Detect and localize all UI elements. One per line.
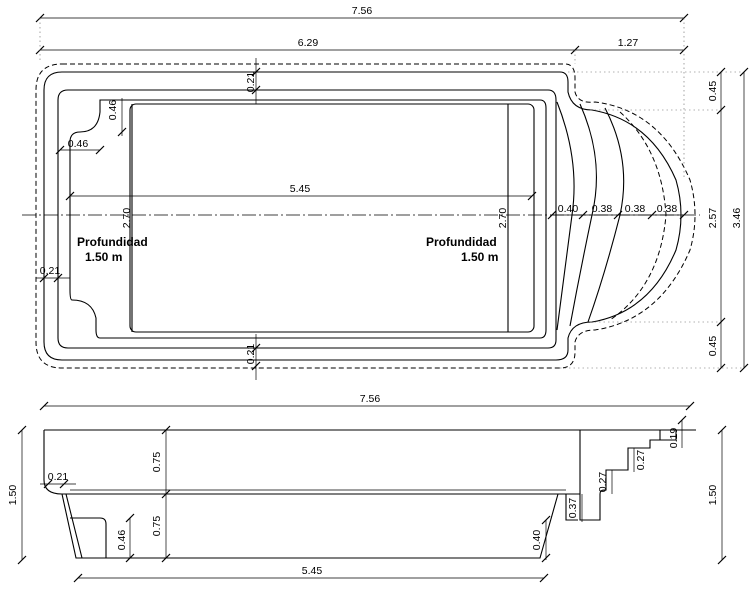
section-overall-length: 7.56 — [360, 393, 381, 405]
plan-outer-coping — [35, 63, 696, 369]
section-upper-depth: 0.75 — [151, 452, 163, 473]
plan-dim-offsets-tick-0 — [716, 67, 726, 77]
section-depth-left: 1.50 — [7, 485, 19, 506]
plan-bottom-offset: 0.45 — [707, 336, 719, 357]
plan-dim-corner-h-tick-r — [95, 145, 105, 155]
plan-stairs-length: 1.27 — [618, 37, 639, 49]
plan-stair-1 — [556, 101, 575, 331]
plan-dim-side-wall-tick — [39, 273, 49, 283]
section-dim-overall-tick-l — [39, 401, 49, 411]
plan-dim-total-tick-b — [739, 363, 749, 373]
plan-dim-floor-tick-l — [65, 191, 75, 201]
section-depth-tick-t — [161, 425, 171, 435]
plan-corner-radius-v: 0.46 — [107, 100, 119, 121]
section-depth-right: 1.50 — [707, 485, 719, 506]
section-depth-tick-m — [161, 489, 171, 499]
section-bench-height: 0.46 — [116, 530, 128, 551]
plan-overall-length: 7.56 — [352, 5, 373, 17]
plan-dim-step-tick-4 — [679, 210, 689, 220]
section-lip-tick — [43, 479, 53, 489]
plan-dim-offsets-tick-1 — [716, 105, 726, 115]
plan-depth-value-right: 1.50 m — [461, 250, 498, 264]
section-step-risers — [565, 430, 677, 521]
section-floor-step-tick2 — [541, 553, 551, 563]
plan-step-4: 0.38 — [657, 203, 678, 215]
plan-dim-corner-h-tick-l — [55, 145, 65, 155]
section-depth-left-tick-b — [17, 555, 27, 565]
plan-floor-width-right: 2.70 — [497, 208, 509, 229]
plan-dim-step-tick-1 — [578, 210, 588, 220]
plan-corner-radius-h: 0.46 — [68, 138, 89, 150]
section-floor-step-tick — [541, 515, 551, 525]
plan-dim-corner-v-tick — [117, 127, 127, 137]
plan-step-2: 0.38 — [592, 203, 613, 215]
plan-depth-label-right: Profundidad — [426, 235, 497, 249]
plan-depth-label-left: Profundidad — [77, 235, 148, 249]
plan-dim-side-wall-tick2 — [53, 273, 63, 283]
section-depth-left-tick-t — [17, 425, 27, 435]
plan-dim-step-tick-2 — [613, 210, 623, 220]
plan-view: 7.56 6.29 1.27 0.21 0.21 0.46 0.46 5.45 — [22, 5, 749, 380]
plan-inner-width: 2.57 — [707, 208, 719, 229]
plan-inner-rim — [57, 89, 557, 349]
plan-depth-value-left: 1.50 m — [85, 250, 122, 264]
plan-body-length: 6.29 — [298, 37, 319, 49]
section-lip: 0.21 — [48, 471, 69, 483]
section-floor-tick-l — [73, 573, 83, 583]
plan-dim-bottom-wall-tick2 — [251, 361, 261, 371]
section-inner-profile — [65, 493, 83, 559]
section-lip-tick2 — [59, 479, 69, 489]
plan-dim-top-wall-tick2 — [251, 85, 261, 95]
plan-floor-width-left: 2.70 — [121, 208, 133, 229]
section-dim-overall-tick-r — [685, 401, 695, 411]
section-bench — [70, 517, 107, 558]
plan-outer-edge — [43, 71, 682, 361]
plan-wall-inner — [69, 99, 547, 339]
section-bench-tick — [125, 513, 135, 523]
plan-bottom-wall: 0.21 — [245, 344, 257, 365]
section-floor-length: 5.45 — [302, 565, 323, 577]
plan-floor — [129, 103, 535, 333]
section-lower-depth: 0.75 — [151, 516, 163, 537]
plan-dim-floor-tick-r — [527, 191, 537, 201]
plan-top-offset: 0.45 — [707, 81, 719, 102]
section-floor-step: 0.40 — [531, 530, 543, 551]
plan-dim-top-wall-tick — [251, 67, 261, 77]
plan-dim-total-tick-t — [739, 67, 749, 77]
plan-total-width: 3.46 — [731, 208, 743, 229]
section-depth-right-tick-t — [717, 425, 727, 435]
plan-step-3: 0.38 — [625, 203, 646, 215]
plan-dim-offsets-tick-3 — [716, 363, 726, 373]
plan-step-1: 0.40 — [558, 203, 579, 215]
section-bench-tick2 — [125, 553, 135, 563]
section-riser-1: 0.37 — [567, 498, 579, 519]
section-riser-4-tick — [677, 415, 687, 425]
section-depth-tick-b — [161, 553, 171, 563]
plan-top-wall: 0.21 — [245, 72, 257, 93]
section-riser-3: 0.27 — [635, 450, 647, 471]
section-floor-tick-r — [539, 573, 549, 583]
plan-dim-step-tick-0 — [547, 210, 557, 220]
plan-dim-bottom-wall-tick — [251, 343, 261, 353]
section-view: 0.75 0.75 7.56 1.50 1.50 0.21 0.46 5.45 — [7, 393, 727, 583]
section-riser-2: 0.27 — [597, 472, 609, 493]
plan-floor-length: 5.45 — [290, 183, 311, 195]
plan-side-wall: 0.21 — [40, 265, 61, 277]
plan-dim-step-tick-3 — [647, 210, 657, 220]
section-riser-4: 0.19 — [668, 428, 680, 449]
plan-dim-offsets-tick-2 — [716, 317, 726, 327]
section-depth-right-tick-b — [717, 555, 727, 565]
